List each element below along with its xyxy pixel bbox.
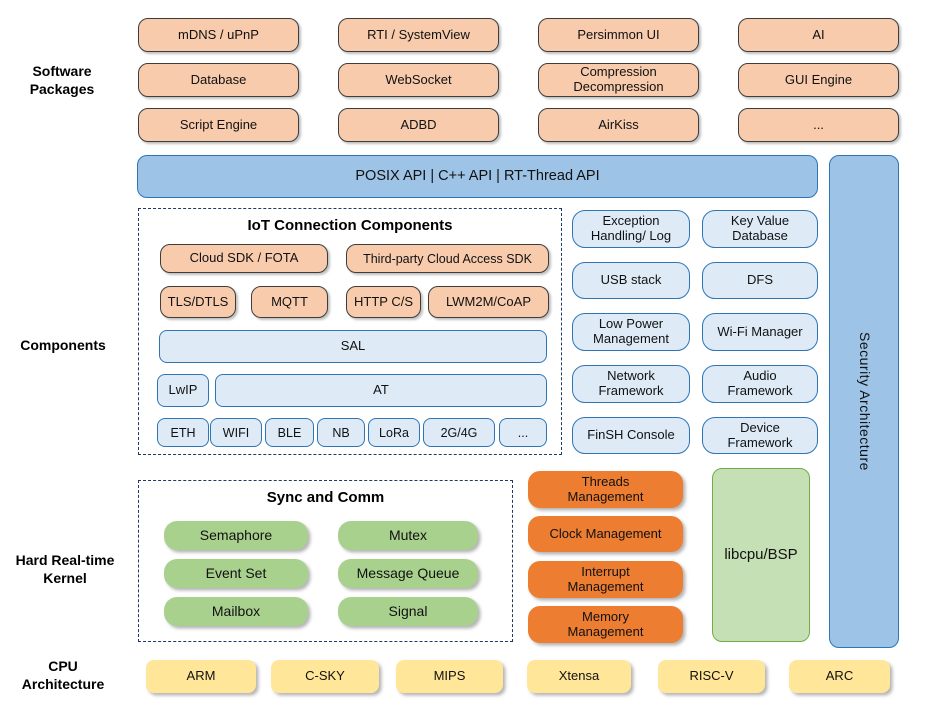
- protocol-box-lwm2m: LWM2M/CoAP: [428, 286, 549, 318]
- link-box-nb: NB: [317, 418, 365, 447]
- protocol-box-http: HTTP C/S: [346, 286, 421, 318]
- package-box: AI: [738, 18, 899, 52]
- component-box-wifi-manager: Wi-Fi Manager: [702, 313, 818, 351]
- iot-group-title: IoT Connection Components: [247, 217, 453, 234]
- lwip-box: LwIP: [157, 374, 209, 407]
- security-architecture-bar: Security Architecture: [829, 155, 899, 648]
- package-box: Persimmon UI: [538, 18, 699, 52]
- cpu-box-mips: MIPS: [396, 660, 503, 693]
- component-box-dfs: DFS: [702, 262, 818, 299]
- third-party-cloud-sdk-box: Third-party Cloud Access SDK: [346, 244, 549, 273]
- sync-and-comm-title: Sync and Comm: [266, 489, 385, 506]
- cpu-box-c-sky: C-SKY: [271, 660, 379, 693]
- protocol-box-tls: TLS/DTLS: [160, 286, 236, 318]
- api-bar: POSIX API | C++ API | RT-Thread API: [137, 155, 818, 198]
- link-box-wifi: WIFI: [210, 418, 262, 447]
- component-box-usb-stack: USB stack: [572, 262, 690, 299]
- link-box-2g4g: 2G/4G: [423, 418, 495, 447]
- package-box: RTI / SystemView: [338, 18, 499, 52]
- sync-box-message-queue: Message Queue: [338, 559, 478, 588]
- cpu-box-arc: ARC: [789, 660, 890, 693]
- link-box-lora: LoRa: [368, 418, 420, 447]
- package-box: mDNS / uPnP: [138, 18, 299, 52]
- sync-box-semaphore: Semaphore: [164, 521, 308, 550]
- package-box: ...: [738, 108, 899, 142]
- cpu-box-arm: ARM: [146, 660, 256, 693]
- cloud-sdk-fota-box: Cloud SDK / FOTA: [160, 244, 328, 273]
- package-box: Compression Decompression: [538, 63, 699, 97]
- sync-box-event-set: Event Set: [164, 559, 308, 588]
- component-box-network-framework: Network Framework: [572, 365, 690, 403]
- component-box-exception-log: Exception Handling/ Log: [572, 210, 690, 248]
- link-box-eth: ETH: [157, 418, 209, 447]
- cpu-box-xtensa: Xtensa: [527, 660, 631, 693]
- label-hard-realtime-kernel: Hard Real-time Kernel: [15, 552, 115, 587]
- component-box-audio-framework: Audio Framework: [702, 365, 818, 403]
- libcpu-bsp-panel: libcpu/BSP: [712, 468, 810, 642]
- package-box: GUI Engine: [738, 63, 899, 97]
- link-box-more: ...: [499, 418, 547, 447]
- mgmt-box-interrupt: Interrupt Management: [528, 561, 683, 598]
- mgmt-box-clock: Clock Management: [528, 516, 683, 552]
- label-software-packages: Software Packages: [29, 63, 95, 98]
- component-box-finsh-console: FinSH Console: [572, 417, 690, 454]
- iot-connection-components-box: IoT Connection Components Cloud SDK / FO…: [138, 208, 562, 455]
- sync-and-comm-box: Sync and Comm Semaphore Mutex Event Set …: [138, 480, 513, 642]
- component-box-device-framework: Device Framework: [702, 417, 818, 454]
- label-cpu-architecture: CPU Architecture: [21, 658, 105, 693]
- package-box: Script Engine: [138, 108, 299, 142]
- link-box-ble: BLE: [265, 418, 314, 447]
- package-box: AirKiss: [538, 108, 699, 142]
- mgmt-box-memory: Memory Management: [528, 606, 683, 643]
- software-packages-section: mDNS / uPnP RTI / SystemView Persimmon U…: [138, 18, 900, 142]
- package-box: Database: [138, 63, 299, 97]
- component-box-low-power: Low Power Management: [572, 313, 690, 351]
- package-box: WebSocket: [338, 63, 499, 97]
- label-components: Components: [20, 337, 106, 353]
- component-box-key-value-db: Key Value Database: [702, 210, 818, 248]
- sal-box: SAL: [159, 330, 547, 363]
- sync-box-mailbox: Mailbox: [164, 597, 308, 626]
- cpu-box-risc-v: RISC-V: [658, 660, 765, 693]
- sync-box-mutex: Mutex: [338, 521, 478, 550]
- sync-box-signal: Signal: [338, 597, 478, 626]
- package-box: ADBD: [338, 108, 499, 142]
- at-box: AT: [215, 374, 547, 407]
- mgmt-box-threads: Threads Management: [528, 471, 683, 508]
- protocol-box-mqtt: MQTT: [251, 286, 328, 318]
